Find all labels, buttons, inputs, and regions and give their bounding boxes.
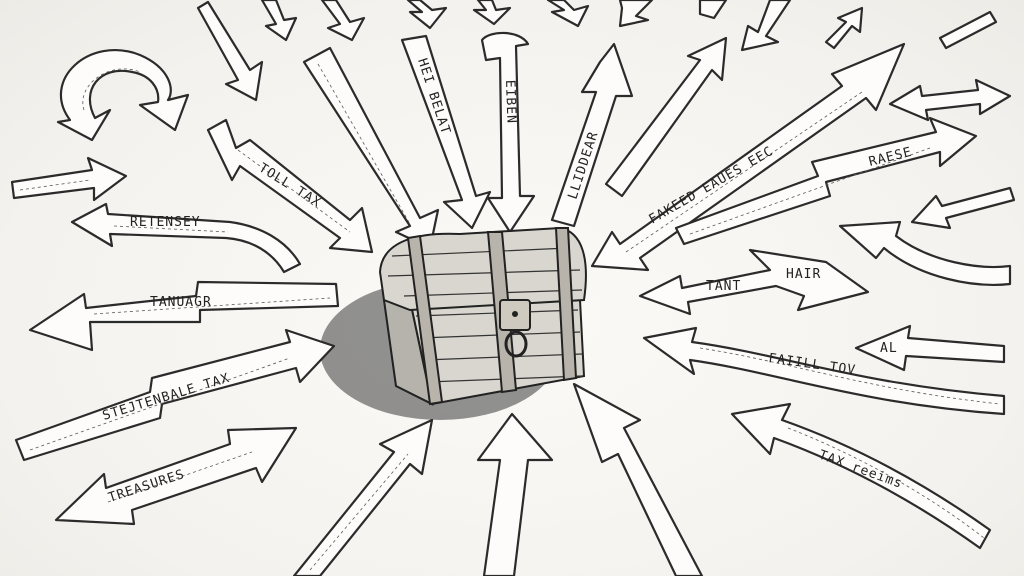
arrow-top-b: HEI BELAT [400,34,492,230]
arrow-right-3 [838,220,1012,286]
arrow-bottom-1 [292,418,434,576]
retensey-arrow: RETENSEY [70,202,302,274]
arrow-bottom-3 [572,382,704,576]
arrow-right-2 [910,186,1016,230]
treasures-arrow: TREASURES [54,426,298,526]
top-arrow-10 [824,6,864,50]
arrow-top-d: LLIDDEAR [550,42,634,228]
arrow-top-a [302,46,440,250]
chest-band-left [406,234,444,406]
top-arrow-9 [740,0,792,52]
top-arrow-8 [698,0,728,20]
top-arrow-5 [472,0,512,26]
tant-label: TANT [706,279,741,294]
top-arrow-7 [618,0,654,28]
faill-tov-arrow: FAIILL TOV [642,326,1006,416]
retensey-label: RETENSEY [130,215,201,230]
top-arrow-4 [406,0,448,30]
chest-band-right [554,227,578,382]
lock-ring-icon [504,330,528,358]
top-arrow-11 [938,10,998,50]
top-arrow-3 [320,0,366,42]
arrow-right-1 [888,78,1012,122]
arrow-top-e [604,36,728,198]
tanuagr-label: TANUAGR [150,295,212,310]
hair-label: HAIR [786,267,821,282]
u-turn-arrow [56,49,190,142]
arrow-top-c: EIBEN [480,31,536,234]
al-arrow: AL [854,324,1006,372]
top-arrow-2 [260,0,298,42]
tant-hair-arrow: TANT HAIR [638,248,870,316]
top-arrow-1 [196,0,264,102]
vertical-label-2: EIBEN [502,80,519,125]
tanuagr-arrow: TANUAGR [28,280,340,352]
raese-arrow: RAESE [674,116,978,246]
arrow-left-1 [10,156,128,202]
top-arrow-6 [546,0,590,28]
al-label: AL [880,341,898,356]
arrow-bottom-2 [476,412,554,576]
tax-reeims-arrow: TAX reeims [730,402,992,550]
treasure-chest [378,226,587,406]
